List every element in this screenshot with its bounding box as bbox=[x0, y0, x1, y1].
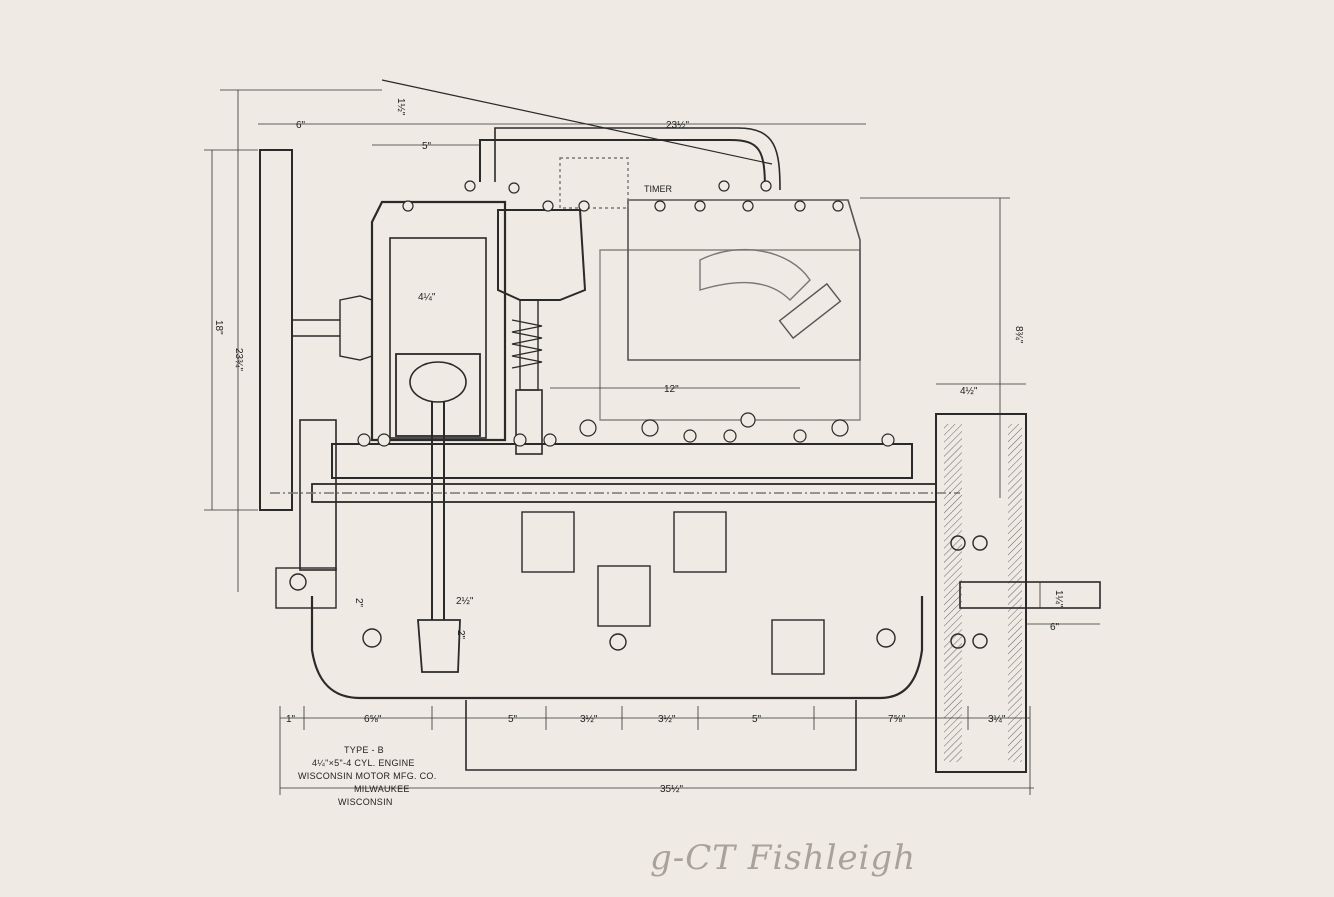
valve-spring bbox=[511, 319, 543, 369]
timer-housing bbox=[559, 157, 629, 209]
timer-label: TIMER bbox=[644, 184, 672, 194]
dim-23-half: 23½" bbox=[666, 120, 689, 131]
dim-2-bottom: 2" bbox=[455, 630, 466, 640]
title-line-type: TYPE - B bbox=[344, 745, 384, 755]
cylinder-bore bbox=[389, 237, 487, 439]
dim-b-5b: 5" bbox=[752, 714, 762, 725]
dim-18: 18" bbox=[213, 320, 224, 335]
dim-1-quarter: 1¼" bbox=[1053, 590, 1065, 608]
dim-b-1: 1" bbox=[286, 714, 296, 725]
cylinder-head-right bbox=[627, 199, 861, 361]
title-line-state: WISCONSIN bbox=[338, 797, 393, 807]
dim-6-top: 6" bbox=[296, 120, 306, 131]
output-shaft bbox=[959, 581, 1101, 609]
piston bbox=[395, 353, 481, 437]
dim-1-half-top: 1½" bbox=[395, 98, 406, 116]
dim-12: 12" bbox=[664, 384, 679, 395]
crankcase-top bbox=[331, 443, 913, 479]
title-block: TYPE - B 4¼"×5"-4 CYL. ENGINE WISCONSIN … bbox=[298, 744, 458, 809]
tappet bbox=[515, 389, 543, 455]
manifold-outline bbox=[599, 249, 861, 421]
dim-6-right: 6" bbox=[1050, 622, 1060, 633]
flywheel bbox=[259, 149, 293, 511]
hose-top bbox=[381, 79, 773, 165]
title-line-company: WISCONSIN MOTOR MFG. CO. bbox=[298, 771, 437, 781]
water-pipe bbox=[479, 139, 766, 191]
fan-pulley bbox=[339, 295, 373, 361]
valve-stem bbox=[519, 299, 539, 391]
oil-sump bbox=[465, 700, 857, 771]
cylinder-jacket bbox=[370, 200, 507, 442]
dim-b-3-quarter: 3¼" bbox=[988, 713, 1006, 725]
dim-2-left: 2" bbox=[353, 598, 364, 608]
front-pulley bbox=[275, 567, 337, 609]
oil-pan bbox=[310, 596, 924, 700]
title-line-city: MILWAUKEE bbox=[354, 784, 410, 794]
clutch-housing bbox=[935, 413, 1027, 773]
dim-b-3-half-a: 3½" bbox=[580, 714, 598, 725]
dim-bore: 4¼" bbox=[418, 291, 436, 303]
exhaust-port bbox=[699, 248, 811, 301]
title-line-engine: 4¼"×5"-4 CYL. ENGINE bbox=[312, 758, 415, 768]
dim-b-6-5-8: 6⅝" bbox=[364, 714, 382, 725]
crank-throw-1 bbox=[521, 511, 575, 573]
dim-5-top: 5" bbox=[422, 141, 432, 152]
dim-overall: 35½" bbox=[660, 784, 683, 795]
signature: g-CT Fishleigh bbox=[650, 838, 917, 878]
dim-23-3q: 23¾" bbox=[233, 348, 244, 371]
dim-8-3q: 8¾" bbox=[1013, 326, 1024, 344]
crank-throw-4 bbox=[771, 619, 825, 675]
valve-chamber bbox=[497, 209, 587, 301]
carburetor bbox=[778, 282, 842, 340]
dim-b-7-5-8: 7⅝" bbox=[888, 714, 906, 725]
dim-4-half: 4½" bbox=[960, 386, 978, 397]
wrist-pin bbox=[409, 361, 467, 403]
timing-gear-case bbox=[299, 419, 337, 571]
crank-throw-3 bbox=[673, 511, 727, 573]
water-pipe-inner bbox=[494, 127, 781, 191]
dim-b-3-half-b: 3½" bbox=[658, 714, 676, 725]
crank-throw-2 bbox=[597, 565, 651, 627]
dim-b-5a: 5" bbox=[508, 714, 518, 725]
dim-2-half: 2½" bbox=[456, 596, 474, 607]
